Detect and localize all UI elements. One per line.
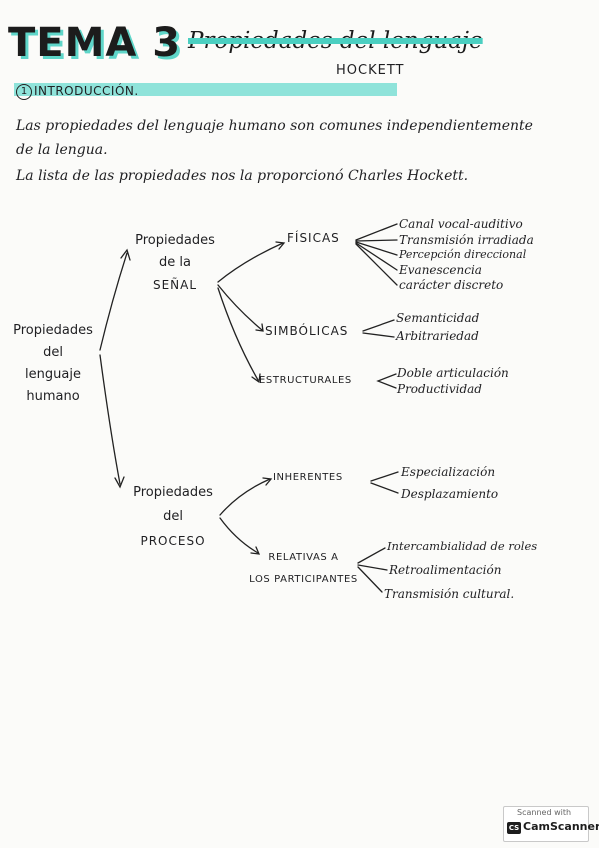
arrowhead-proceso-inherentes <box>262 477 273 486</box>
senal-line-1: Propiedades <box>135 233 215 248</box>
arrowhead-root-senal <box>120 248 131 261</box>
senal-line-2: de la <box>159 255 191 270</box>
root-line-2: del <box>43 345 63 360</box>
relativas-item-3: Transmisión cultural. <box>384 587 515 601</box>
arrow-root-proceso <box>99 354 121 485</box>
scanner-stamp-name: CamScanner <box>523 820 599 833</box>
root-line-3: lenguaje <box>25 367 81 382</box>
arrow-senal-estructurales <box>217 287 259 381</box>
fisicas-item-1: Canal vocal-auditivo <box>399 217 523 231</box>
proceso-node: Propiedades del PROCESO <box>118 481 228 553</box>
arrow-proceso-inherentes <box>219 478 271 516</box>
arrow-fisicas-5 <box>355 243 398 286</box>
inherentes-item-1: Especialización <box>401 465 496 479</box>
intro-line-2: de la lengua. <box>16 142 108 158</box>
root-line-1: Propiedades <box>13 323 93 338</box>
arrow-fisicas-3 <box>355 241 398 256</box>
fisicas-item-2: Transmisión irradiada <box>399 233 534 247</box>
inherentes-label: INHERENTES <box>273 472 343 483</box>
estructurales-item-2: Productividad <box>397 382 482 396</box>
proceso-line-3: PROCESO <box>140 534 206 548</box>
relativas-item-2: Retroalimentación <box>389 563 502 577</box>
inherentes-item-2: Desplazamiento <box>401 487 499 501</box>
proceso-line-1: Propiedades <box>133 485 213 500</box>
arrow-relativas-1 <box>357 547 386 564</box>
section-title: INTRODUCCIÓN. <box>34 84 139 98</box>
arrow-senal-fisicas <box>217 242 284 283</box>
arrow-relativas-2 <box>357 564 388 571</box>
simbolicas-label: SIMBÓLICAS <box>265 324 349 338</box>
fisicas-item-4: Evanescencia <box>399 263 482 277</box>
relativas-line-1: RELATIVAS A <box>268 552 339 563</box>
intro-line-1: Las propiedades del lenguaje humano son … <box>16 118 533 134</box>
root-node: Propiedades del lenguaje humano <box>8 320 98 408</box>
arrow-fisicas-2 <box>355 239 398 242</box>
arrow-simbolicas-2 <box>362 332 395 338</box>
arrow-fisicas-1 <box>355 223 398 241</box>
arrow-relativas-3 <box>357 566 383 593</box>
relativas-item-1: Intercambialidad de roles <box>387 539 538 553</box>
fisicas-item-5: carácter discreto <box>399 278 504 292</box>
senal-node: Propiedades de la SEÑAL <box>120 230 230 296</box>
simbolicas-item-1: Semanticidad <box>396 311 480 325</box>
intro-line-3: La lista de las propiedades nos la propo… <box>16 168 469 184</box>
root-line-4: humano <box>26 389 80 404</box>
arrow-inherentes-1 <box>370 471 399 482</box>
topic-title: Propiedades del lenguaje <box>188 28 483 54</box>
relativas-line-2: LOS PARTICIPANTES <box>249 574 358 585</box>
arrow-inherentes-2 <box>370 482 399 494</box>
proceso-line-2: del <box>163 509 183 524</box>
arrow-fisicas-4 <box>355 242 398 271</box>
arrow-proceso-relativas <box>219 517 259 554</box>
section-highlight <box>14 83 397 96</box>
scanner-stamp-caption: Scanned with <box>517 808 572 817</box>
arrowhead-root-proceso <box>114 476 125 489</box>
fisicas-label: FÍSICAS <box>287 231 340 245</box>
arrow-root-senal <box>99 252 128 351</box>
camscanner-logo-icon: CS <box>507 822 521 834</box>
arrowhead-proceso-relativas <box>250 546 261 555</box>
page-title: TEMA 3 <box>8 20 182 66</box>
section-number: 1 <box>16 84 32 100</box>
simbolicas-item-2: Arbitrariedad <box>396 329 479 343</box>
arrow-estructurales <box>376 373 397 389</box>
fisicas-item-3: Percepción direccional <box>399 248 527 261</box>
arrow-simbolicas-1 <box>362 319 395 332</box>
estructurales-label: ESTRUCTURALES <box>259 375 352 386</box>
title-separator: : <box>167 26 175 51</box>
relativas-label: RELATIVAS A LOS PARTICIPANTES <box>246 547 361 591</box>
arrow-senal-simbolicas <box>217 284 263 331</box>
arrowhead-senal-estructurales <box>251 373 261 384</box>
arrowhead-senal-simbolicas <box>255 323 264 332</box>
author-label: HOCKETT <box>336 63 405 78</box>
senal-line-3: SEÑAL <box>152 278 198 292</box>
estructurales-item-1: Doble articulación <box>397 366 509 380</box>
arrowhead-senal-fisicas <box>275 241 286 250</box>
